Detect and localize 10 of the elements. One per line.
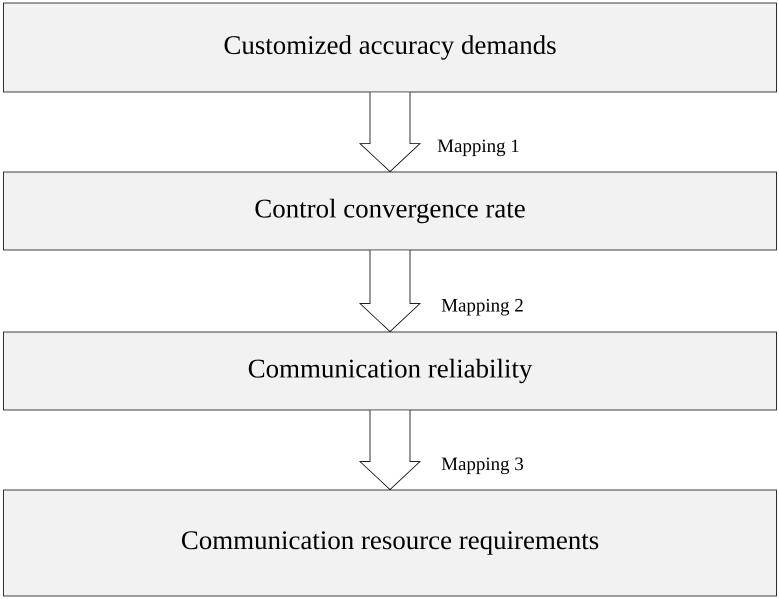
block-arrow [359, 92, 422, 172]
edge-label: Mapping 3 [442, 458, 523, 474]
process-box: Customized accuracy demands [3, 2, 777, 92]
edge-label: Mapping 2 [442, 298, 523, 316]
process-box: Communication reliability [3, 332, 777, 410]
process-box: Control convergence rate [3, 172, 777, 250]
block-arrow [359, 250, 422, 332]
edge-label: Mapping 1 [438, 140, 519, 156]
block-arrow [359, 410, 422, 490]
process-box: Communication resource requirements [3, 490, 777, 596]
